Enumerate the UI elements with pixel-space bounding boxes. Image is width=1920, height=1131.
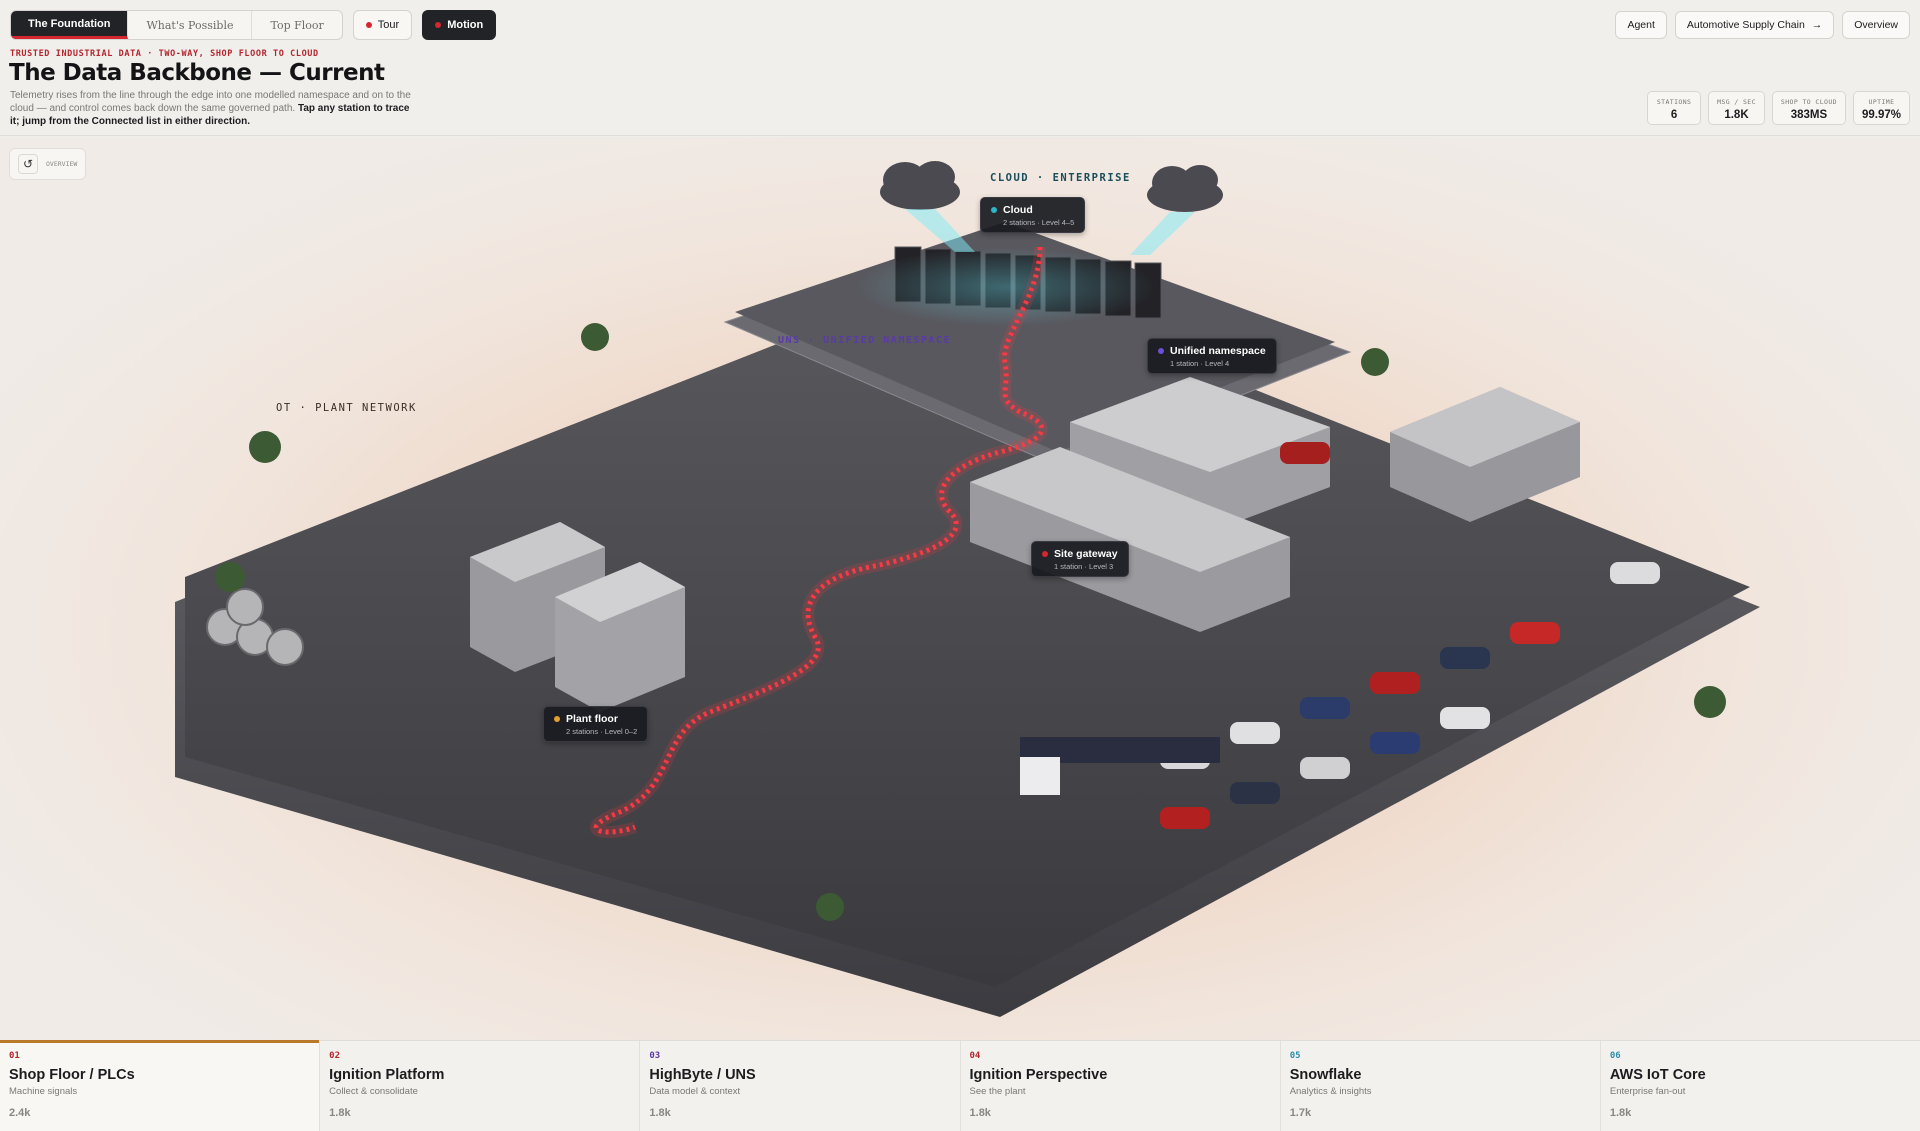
station-count: 1.8k <box>329 1107 351 1119</box>
station-count: 1.7k <box>1289 1107 1312 1119</box>
motion-dot-icon <box>435 22 442 28</box>
platform-top <box>185 272 1750 987</box>
station-subtitle: See the plant <box>969 1086 1026 1097</box>
trees <box>215 323 1726 921</box>
isometric-factory-illustration <box>175 161 1760 1017</box>
description-text: Telemetry rises from the line through th… <box>10 90 411 114</box>
station-count: 2.4k <box>9 1107 31 1119</box>
chip-sub: 1 station · Level 3 <box>1054 562 1114 571</box>
stat-label: MSG / SEC <box>1717 98 1756 106</box>
tour-label: Tour <box>377 19 400 31</box>
stat-stations: STATIONS 6 <box>1647 91 1702 125</box>
station-chip-site-gateway[interactable]: Site gateway 1 station · Level 3 <box>1031 541 1129 577</box>
station-name: Ignition Perspective <box>969 1067 1108 1083</box>
mode-nav: The Foundation What's Possible Top Floor… <box>10 10 497 40</box>
station-count: 1.8k <box>969 1107 991 1119</box>
chip-sub: 2 stations · Level 4–5 <box>1003 218 1075 227</box>
cloud-icons <box>880 161 1223 212</box>
stat-uptime: UPTIME 99.97% <box>1852 91 1910 125</box>
stats-bar: STATIONS 6 MSG / SEC 1.8K SHOP TO CLOUD … <box>1647 91 1910 125</box>
stat-value: 383MS <box>1790 109 1828 121</box>
refresh-icon: ↺ <box>18 154 38 174</box>
station-name: AWS IoT Core <box>1609 1067 1706 1083</box>
utility-nav: Agent Automotive Supply Chain → Overview <box>1615 11 1910 39</box>
view-tabs: The Foundation What's Possible Top Floor <box>10 10 343 40</box>
station-name: Shop Floor / PLCs <box>9 1067 135 1083</box>
station-card-highbyte-uns[interactable]: 03 HighByte / UNS Data model & context 1… <box>640 1041 961 1131</box>
station-card-snowflake[interactable]: 05 Snowflake Analytics & insights 1.7k <box>1281 1041 1601 1131</box>
stat-shop-to-cloud: SHOP TO CLOUD 383MS <box>1771 91 1846 125</box>
station-card-aws-iot-core[interactable]: 06 AWS IoT Core Enterprise fan-out 1.8k <box>1601 1041 1920 1131</box>
zone-label-uns: UNS · UNIFIED NAMESPACE <box>778 335 951 346</box>
station-count: 1.8k <box>1609 1107 1632 1119</box>
station-number: 02 <box>329 1051 341 1061</box>
zone-label-cloud: CLOUD · ENTERPRISE <box>990 172 1131 184</box>
tab-the-foundation[interactable]: The Foundation <box>11 11 129 39</box>
car-carrier-truck <box>1020 737 1220 795</box>
motion-label: Motion <box>447 19 484 31</box>
tour-dot-icon <box>365 22 372 28</box>
station-card-ignition-platform[interactable]: 02 Ignition Platform Collect & consolida… <box>320 1041 641 1131</box>
station-card-ignition-perspective[interactable]: 04 Ignition Perspective See the plant 1.… <box>961 1041 1281 1131</box>
tour-button[interactable]: Tour <box>352 10 413 40</box>
stat-value: 6 <box>1670 109 1678 121</box>
station-number: 03 <box>649 1051 661 1061</box>
tab-top-floor[interactable]: Top Floor <box>270 19 324 32</box>
tab-whats-possible[interactable]: What's Possible <box>128 11 253 39</box>
page-title: The Data Backbone — Current <box>9 60 385 86</box>
stat-msg-sec: MSG / SEC 1.8K <box>1708 91 1765 125</box>
station-chip-plant-floor[interactable]: Plant floor 2 stations · Level 0–2 <box>543 706 649 742</box>
station-number: 04 <box>969 1051 981 1061</box>
agent-button[interactable]: Agent <box>1615 11 1667 39</box>
gateway-status-dot-icon <box>1042 551 1048 557</box>
arrow-right-icon: → <box>1811 19 1823 31</box>
factory-buildings <box>470 377 1580 712</box>
chip-name: Site gateway <box>1054 548 1118 560</box>
station-name: Snowflake <box>1289 1067 1362 1083</box>
station-number: 06 <box>1609 1051 1621 1061</box>
stat-label: UPTIME <box>1868 98 1895 106</box>
station-count: 1.8k <box>649 1107 671 1119</box>
supply-chain-button[interactable]: Automotive Supply Chain → <box>1674 11 1835 39</box>
factory-scene[interactable]: ↺ OVERVIEW CLOUD · ENTERPRISE UNS · UNIF… <box>0 137 1920 1040</box>
chip-name: Cloud <box>1003 204 1033 216</box>
station-chip-unified-namespace[interactable]: Unified namespace 1 station · Level 4 <box>1147 338 1277 374</box>
station-subtitle: Analytics & insights <box>1289 1086 1372 1097</box>
plant-status-dot-icon <box>554 716 560 722</box>
description-emphasis: Tap any station to trace it; jump from t… <box>10 103 410 127</box>
uns-status-dot-icon <box>1158 348 1164 354</box>
overview-reset-label: OVERVIEW <box>46 160 78 168</box>
chip-name: Unified namespace <box>1170 345 1266 357</box>
page-kicker: TRUSTED INDUSTRIAL DATA · TWO-WAY, SHOP … <box>10 49 319 59</box>
stat-value: 1.8K <box>1724 109 1749 121</box>
station-name: HighByte / UNS <box>649 1067 756 1083</box>
station-subtitle: Machine signals <box>9 1086 78 1097</box>
chip-sub: 1 station · Level 4 <box>1170 359 1230 368</box>
station-subtitle: Enterprise fan-out <box>1609 1086 1686 1097</box>
station-subtitle: Collect & consolidate <box>329 1086 418 1097</box>
station-name: Ignition Platform <box>329 1067 445 1083</box>
stat-label: SHOP TO CLOUD <box>1780 98 1837 106</box>
stat-label: STATIONS <box>1656 98 1692 106</box>
station-chip-cloud[interactable]: Cloud 2 stations · Level 4–5 <box>980 197 1086 233</box>
chip-sub: 2 stations · Level 0–2 <box>566 727 638 736</box>
top-header: The Foundation What's Possible Top Floor… <box>0 0 1920 136</box>
cloud-status-dot-icon <box>991 207 997 213</box>
overview-button[interactable]: Overview <box>1842 11 1910 39</box>
supply-chain-label: Automotive Supply Chain <box>1686 19 1805 31</box>
station-number: 01 <box>9 1051 20 1061</box>
stat-value: 99.97% <box>1861 109 1901 121</box>
station-number: 05 <box>1289 1051 1301 1061</box>
motion-toggle[interactable]: Motion <box>422 10 497 40</box>
station-subtitle: Data model & context <box>649 1086 741 1097</box>
zone-label-ot: OT · PLANT NETWORK <box>276 402 417 414</box>
cloud-uplinks <box>905 209 1195 255</box>
connected-stations-list: 01 Shop Floor / PLCs Machine signals 2.4… <box>0 1040 1920 1131</box>
chip-name: Plant floor <box>566 713 618 725</box>
station-card-shop-floor[interactable]: 01 Shop Floor / PLCs Machine signals 2.4… <box>0 1040 321 1131</box>
page-description: Telemetry rises from the line through th… <box>10 89 415 128</box>
overview-reset-button[interactable]: ↺ OVERVIEW <box>9 148 86 180</box>
steel-coils <box>206 588 304 666</box>
